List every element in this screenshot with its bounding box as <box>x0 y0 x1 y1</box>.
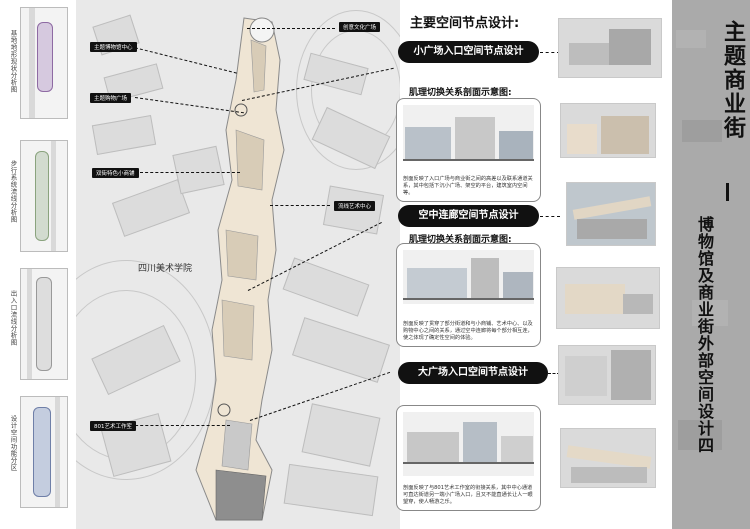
render-mass <box>623 294 653 314</box>
section-mass <box>407 268 467 298</box>
section-ground <box>403 298 534 300</box>
plan-tag-801-studio: 801艺术工作室 <box>90 421 136 431</box>
render-mass <box>611 350 651 400</box>
texture <box>682 120 722 142</box>
section-mass <box>501 436 533 462</box>
node-desc-2: 剖面反映了贯穿了部分街道和与小商铺、艺术中心、以及购物中心之间的关系，通过空中连… <box>403 321 533 341</box>
render-small-plaza-1 <box>558 18 662 78</box>
leader-line <box>247 28 335 29</box>
render-mass <box>565 284 625 314</box>
road <box>55 397 60 507</box>
section-mass <box>407 432 459 462</box>
render-small-plaza-2 <box>560 103 656 158</box>
node-title-small-plaza: 小广场入口空间节点设计 <box>398 41 539 63</box>
leader-line <box>548 373 560 374</box>
texture <box>676 30 706 48</box>
render-mass <box>571 467 647 483</box>
section-title-2: 肌理切换关系剖面示意图: <box>409 235 512 245</box>
render-mass <box>609 29 651 65</box>
leader-line <box>140 172 240 173</box>
thumb-label-zoning: 设计空间功能分区 <box>9 415 17 471</box>
render-skywalk-2 <box>556 267 660 329</box>
render-skywalk-1 <box>566 182 656 246</box>
title-panel <box>672 0 750 529</box>
site-strip <box>195 17 285 521</box>
thumb-entrance <box>20 268 68 380</box>
plan-tag-shopping-plaza: 主题购物广场 <box>90 93 132 103</box>
plan-tag-shops: 双街特色小商铺 <box>92 168 139 178</box>
section-title-1: 肌理切换关系剖面示意图: <box>409 88 512 98</box>
render-mass <box>601 116 649 154</box>
master-plan: 四川美术学院 主题博物馆中心 主题购物广场 双街特色小商铺 流线艺术中心 创意文… <box>76 0 400 529</box>
node-desc-1: 剖面反映了入口广场与商业街之间的高差以及联系通道关系，其中包括下沉小广场、架空的… <box>403 176 533 196</box>
section-mass <box>463 422 497 462</box>
render-mass <box>565 356 607 396</box>
texture <box>692 300 728 326</box>
node-title-large-plaza: 大广场入口空间节点设计 <box>398 362 548 384</box>
section-mass <box>471 258 499 298</box>
render-mass <box>566 445 652 469</box>
plan-tag-art-center: 流线艺术中心 <box>334 201 376 211</box>
main-heading: 主要空间节点设计: <box>410 16 520 31</box>
render-mass <box>572 196 652 220</box>
render-large-plaza-1 <box>558 345 656 405</box>
site-outline <box>36 277 52 371</box>
node-desc-3: 剖面反映了与801艺术工作室的衔接关系，其中中心通道可直达街道另一端小广场入口，… <box>403 485 533 505</box>
section-mass <box>455 117 495 159</box>
section-drawing <box>403 105 534 161</box>
section-mass <box>503 272 533 298</box>
node-title-skywalk: 空中连廊空间节点设计 <box>398 205 539 227</box>
site-outline <box>37 22 53 92</box>
road <box>51 141 56 251</box>
section-mass <box>499 131 533 159</box>
section-frame-3: 剖面反映了与801艺术工作室的衔接关系，其中中心通道可直达街道另一端小广场入口，… <box>396 405 541 511</box>
thumb-label-terrain: 基地地形现状分析图 <box>9 30 17 93</box>
site-outline <box>33 407 51 497</box>
section-mass <box>405 127 451 159</box>
thumb-label-pedestrian: 步行系统流线分析图 <box>9 160 17 223</box>
leader-line <box>540 52 560 53</box>
thumb-zoning <box>20 396 68 508</box>
render-large-plaza-2 <box>560 428 656 488</box>
school-label: 四川美术学院 <box>138 264 193 274</box>
title-divider <box>726 183 729 201</box>
thumb-terrain <box>20 7 68 119</box>
thumb-label-entrance: 出入口流线分析图 <box>9 290 17 346</box>
road <box>29 8 35 118</box>
section-frame-1: 剖面反映了入口广场与商业街之间的高差以及联系通道关系，其中包括下沉小广场、架空的… <box>396 98 541 202</box>
plan-tag-museum: 主题博物馆中心 <box>90 42 137 52</box>
sub-title: 博物馆及商业街外部空间设计四 <box>695 216 714 454</box>
render-mass <box>569 43 609 65</box>
road <box>27 269 32 379</box>
section-drawing <box>403 250 534 304</box>
thumb-pedestrian <box>20 140 68 252</box>
section-frame-2: 剖面反映了贯穿了部分街道和与小商铺、艺术中心、以及购物中心之间的关系，通过空中连… <box>396 243 541 347</box>
leader-line <box>270 205 330 206</box>
texture <box>678 420 722 450</box>
section-ground <box>403 159 534 161</box>
main-title: 主题商业街 <box>720 20 745 140</box>
render-mass <box>567 124 597 154</box>
leader-line <box>540 216 560 217</box>
leader-line <box>130 425 230 426</box>
section-drawing <box>403 412 534 476</box>
plan-tag-culture-plaza: 创意文化广场 <box>339 22 381 32</box>
site-outline <box>35 151 49 241</box>
section-ground <box>403 462 534 464</box>
render-mass <box>577 219 647 239</box>
